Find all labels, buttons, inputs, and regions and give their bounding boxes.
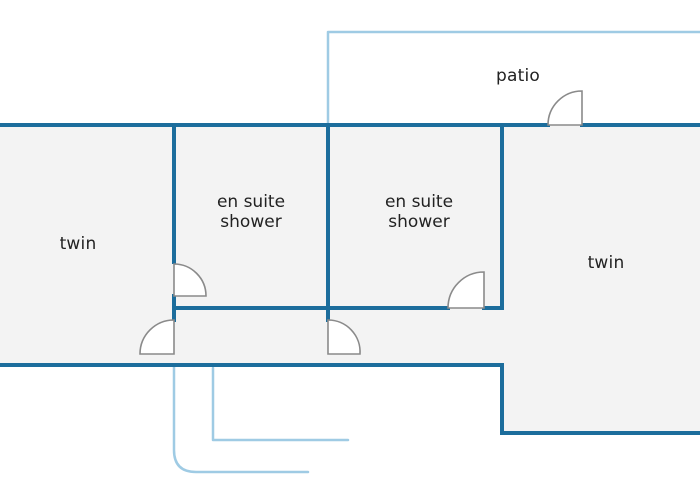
room-label-twin-left: twin <box>59 234 97 254</box>
wall-bottom-left <box>0 363 700 435</box>
room-label-patio: patio <box>496 66 540 86</box>
path-outline-inner <box>211 366 350 442</box>
wall-ensuite-right <box>482 123 504 310</box>
door-patio <box>547 90 583 126</box>
ensuite-right-line2: shower <box>388 212 450 232</box>
room-label-ensuite-right: en suite shower <box>364 192 474 232</box>
room-label-twin-right: twin <box>587 253 625 273</box>
path-outline-outer <box>172 363 310 474</box>
door-twin-left-entry <box>139 319 175 355</box>
twin-left-floor <box>0 125 174 365</box>
ensuite-left-line1: en suite <box>216 192 286 212</box>
ensuite-right-line1: en suite <box>384 192 454 212</box>
patio-outline <box>326 30 700 127</box>
door-right-ensuite-entry <box>327 319 361 355</box>
door-right-ensuite <box>447 271 485 309</box>
room-label-ensuite-left: en suite shower <box>196 192 306 232</box>
twin-right-floor <box>502 125 700 433</box>
ensuite-left-line2: shower <box>220 212 282 232</box>
door-twin-left-to-ensuite <box>173 263 207 297</box>
